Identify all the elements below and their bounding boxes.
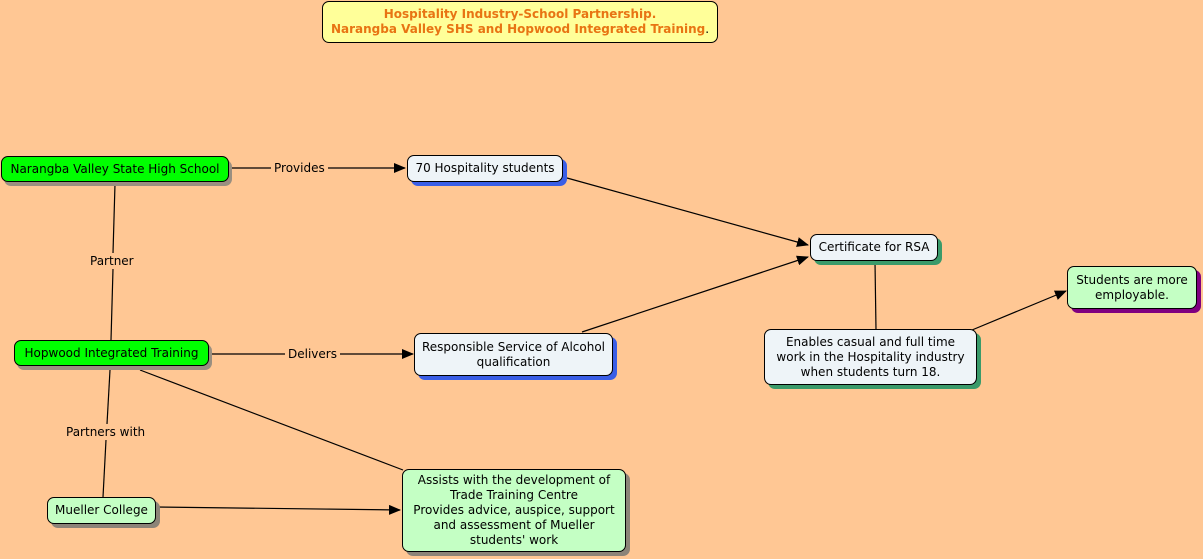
diagram-title: Hospitality Industry-School Partnership.… xyxy=(322,1,718,43)
node-students-employable[interactable]: Students are more employable. xyxy=(1067,266,1197,309)
node-label: Hopwood Integrated Training xyxy=(24,345,199,360)
link-label-provides: Provides xyxy=(271,161,328,175)
title-line-1: Hospitality Industry-School Partnership. xyxy=(383,7,657,21)
title-line-2: Narangba Valley SHS and Hopwood Integrat… xyxy=(330,22,706,36)
node-rsa-qualification[interactable]: Responsible Service of Alcohol qualifica… xyxy=(414,333,613,376)
node-label: 70 Hospitality students xyxy=(415,161,555,175)
link-hopwood-assists xyxy=(139,369,404,471)
link-partner-b xyxy=(110,268,114,341)
link-cert-enables xyxy=(874,261,877,331)
node-label: Enables casual and full time work in the… xyxy=(776,334,965,379)
link-partners-with-a xyxy=(106,369,111,425)
link-label-partners-with: Partners with xyxy=(63,425,149,439)
title-period: . xyxy=(705,22,710,36)
node-label: Mueller College xyxy=(55,503,148,517)
node-enables-work[interactable]: Enables casual and full time work in the… xyxy=(764,329,977,385)
link-partners-with-b xyxy=(102,439,107,498)
node-assists-trade-training[interactable]: Assists with the development of Trade Tr… xyxy=(402,469,626,552)
node-narangba-valley-shs[interactable]: Narangba Valley State High School xyxy=(1,156,229,182)
node-label: Assists with the development of Trade Tr… xyxy=(413,473,615,547)
node-label: Students are more employable. xyxy=(1076,272,1188,302)
link-mueller-assists xyxy=(155,504,401,515)
link-rsa-cert xyxy=(581,255,809,333)
link-label-delivers: Delivers xyxy=(285,347,340,361)
node-mueller-college[interactable]: Mueller College xyxy=(47,497,156,524)
link-students-cert xyxy=(566,177,809,247)
node-label: Narangba Valley State High School xyxy=(10,161,220,176)
link-partner-a xyxy=(112,183,116,254)
node-label: Responsible Service of Alcohol qualifica… xyxy=(421,339,606,369)
node-label: Certificate for RSA xyxy=(818,240,930,254)
link-enables-employable xyxy=(971,290,1067,331)
title-line-2-wrap: Narangba Valley SHS and Hopwood Integrat… xyxy=(323,22,717,37)
link-label-partner: Partner xyxy=(87,254,137,268)
node-hospitality-students[interactable]: 70 Hospitality students xyxy=(407,155,563,182)
node-hopwood-integrated-training[interactable]: Hopwood Integrated Training xyxy=(14,340,209,366)
node-certificate-rsa[interactable]: Certificate for RSA xyxy=(810,234,938,261)
